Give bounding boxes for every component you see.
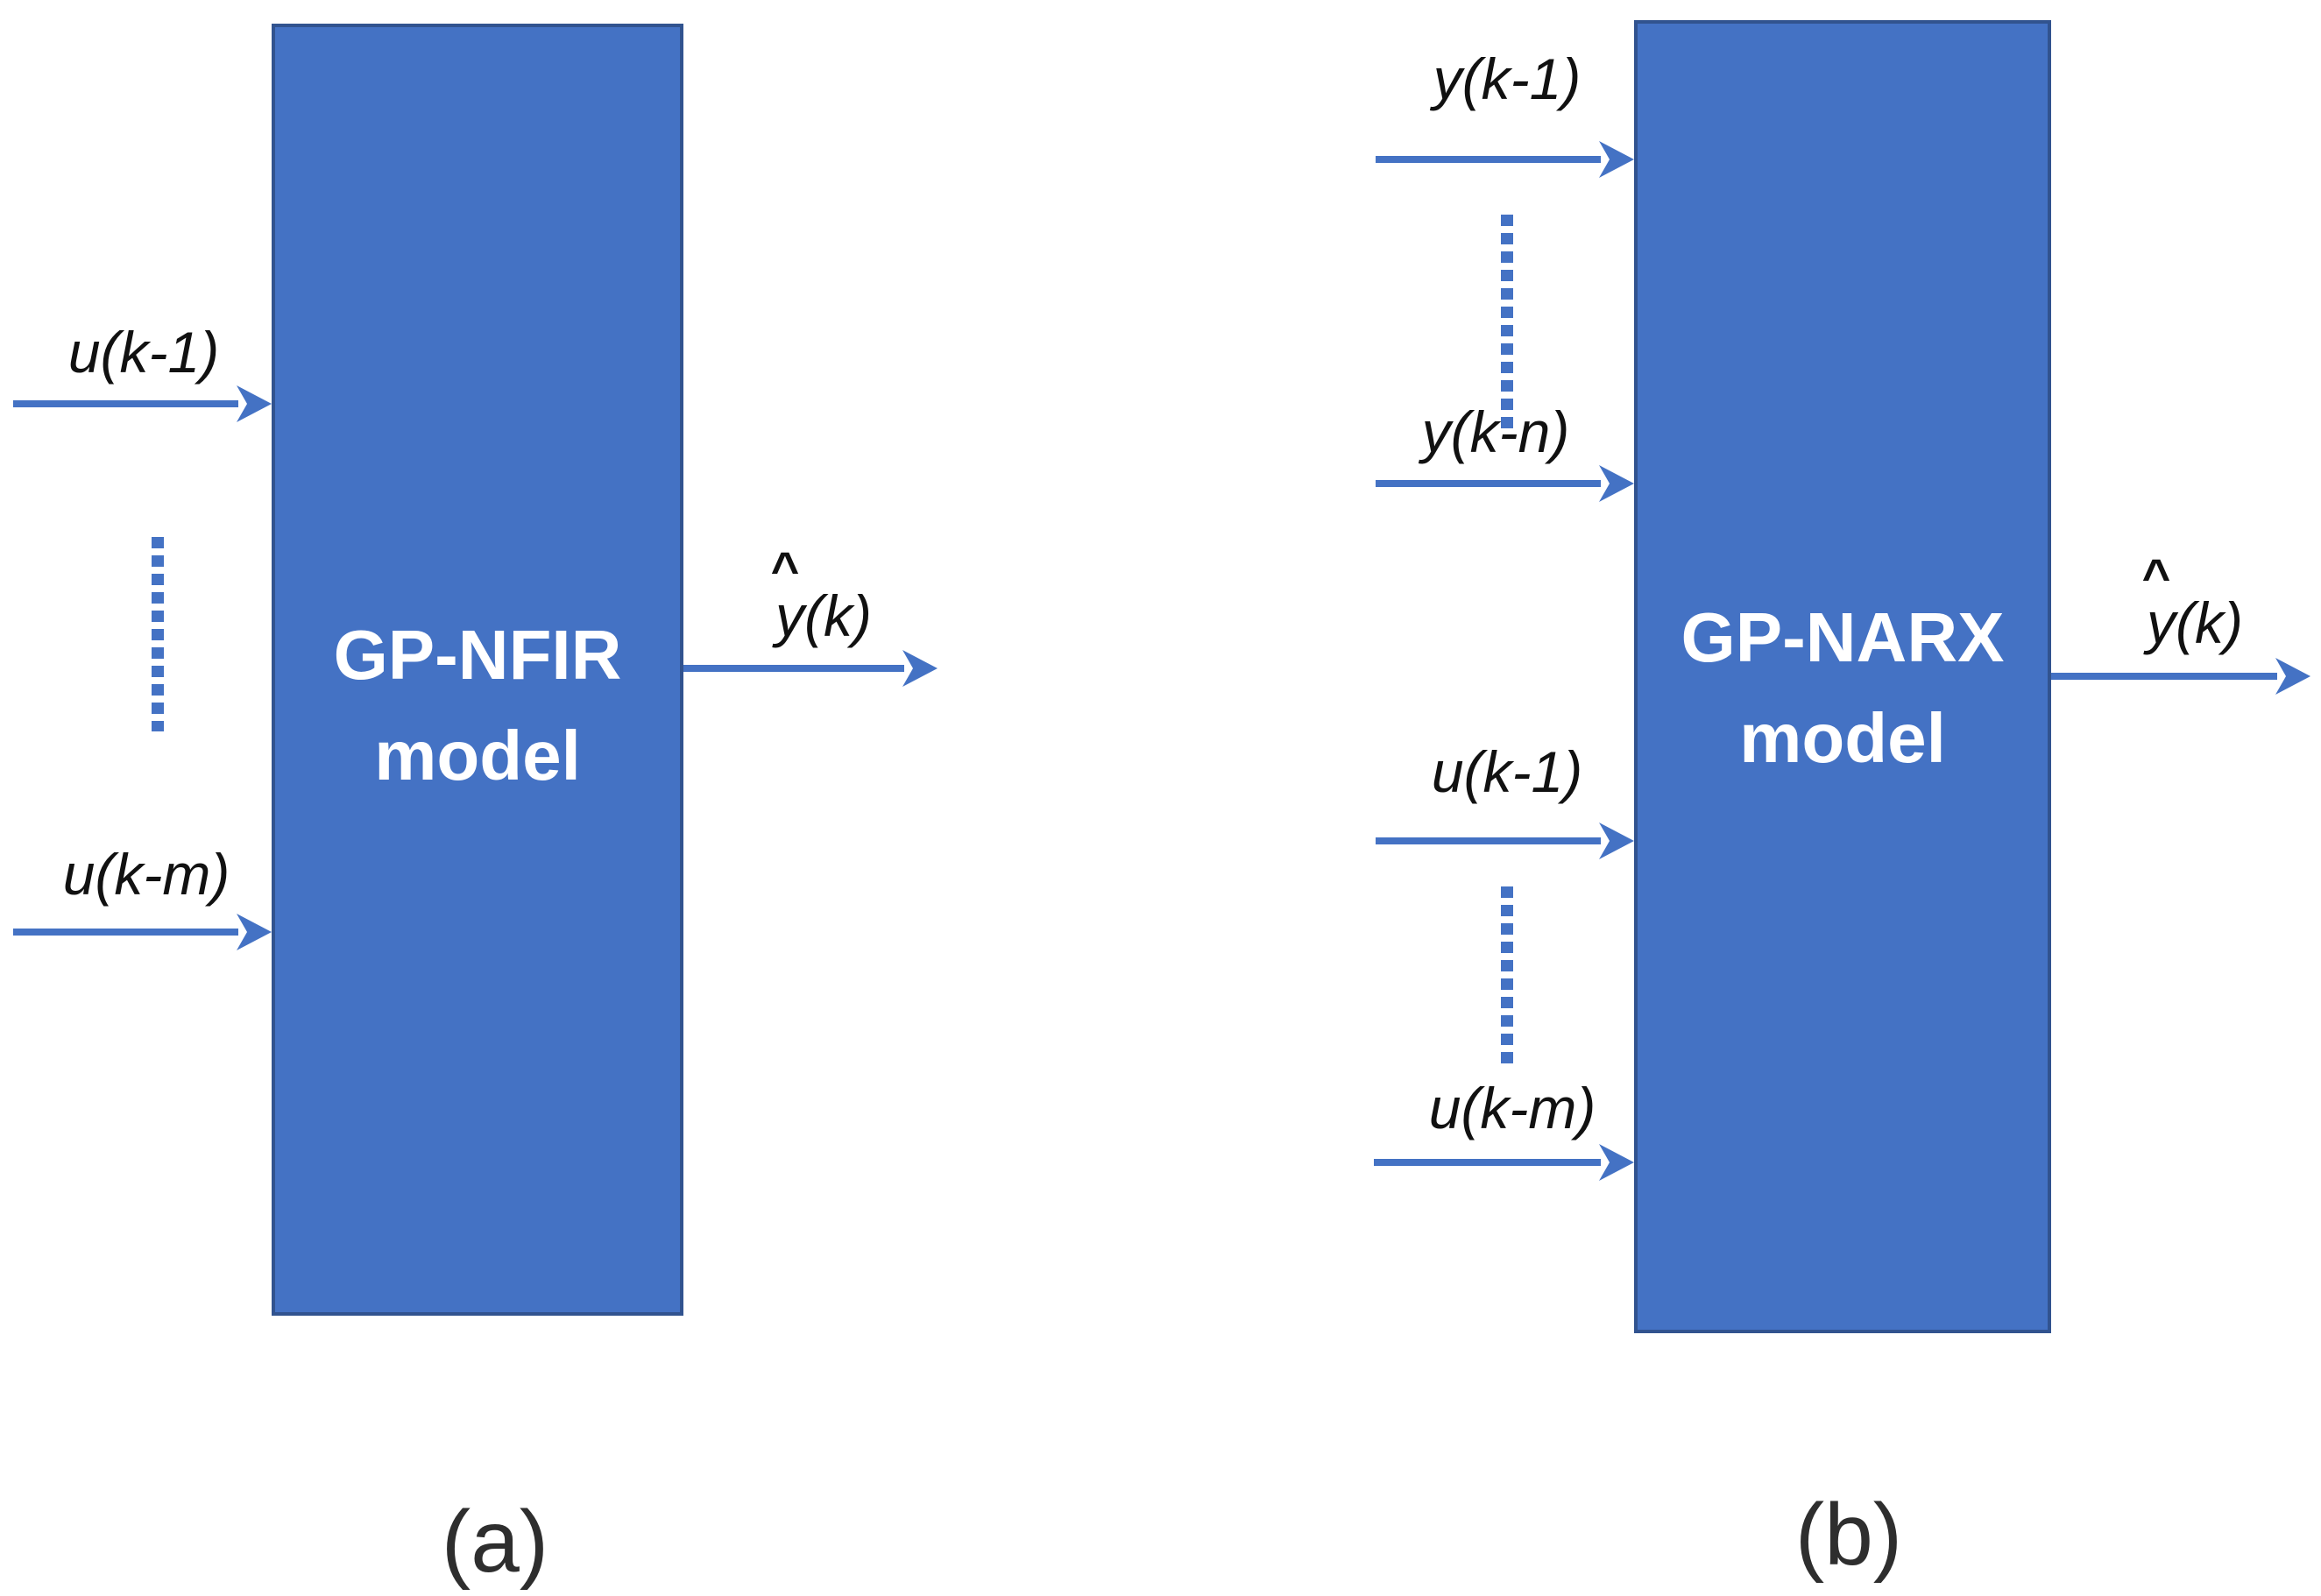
model-word-line: model (1739, 698, 1946, 777)
input-arrow-a-uk1 (13, 385, 272, 422)
input-label-a-ukm: u(k-m) (62, 842, 230, 907)
output-text: y(k) (775, 583, 872, 648)
hat-accent: ^ (770, 541, 800, 597)
caption-b: (b) (1794, 1486, 1903, 1584)
input-arrow-b-uk1 (1376, 823, 1634, 859)
input-arrow-a-ukm (13, 914, 272, 950)
output-arrow-b (2051, 658, 2310, 695)
input-label-b-uk1: u(k-1) (1431, 739, 1583, 804)
model-name-line: GP-NFIR (333, 615, 622, 694)
input-label-b-ukm: u(k-m) (1428, 1076, 1596, 1141)
model-box-title: GP-NARX model (1681, 587, 2005, 788)
input-arrow-b-yk1 (1376, 141, 1634, 178)
caption-a: (a) (441, 1493, 549, 1591)
model-box-gp-nfir: GP-NFIR model (272, 24, 683, 1316)
model-name-line: GP-NARX (1681, 597, 2005, 676)
input-label-b-ykn: y(k-n) (1421, 399, 1570, 464)
output-label-a: ^ y(k) (771, 545, 872, 648)
model-box-gp-narx: GP-NARX model (1634, 20, 2051, 1333)
input-arrow-b-ykn (1376, 465, 1634, 502)
output-arrow-a (683, 650, 938, 687)
input-arrow-b-ukm (1374, 1144, 1634, 1181)
output-label-b: ^ y(k) (2142, 552, 2243, 655)
model-box-title: GP-NFIR model (334, 604, 622, 806)
output-text: y(k) (2147, 590, 2243, 655)
hat-accent: ^ (2141, 548, 2171, 604)
ellipsis-dots-b-upper (1501, 215, 1513, 429)
model-word-line: model (374, 716, 581, 794)
input-label-a-uk1: u(k-1) (67, 320, 220, 385)
input-label-b-yk1: y(k-1) (1433, 46, 1582, 111)
ellipsis-dots-a (152, 537, 164, 731)
ellipsis-dots-b-lower (1501, 886, 1513, 1064)
